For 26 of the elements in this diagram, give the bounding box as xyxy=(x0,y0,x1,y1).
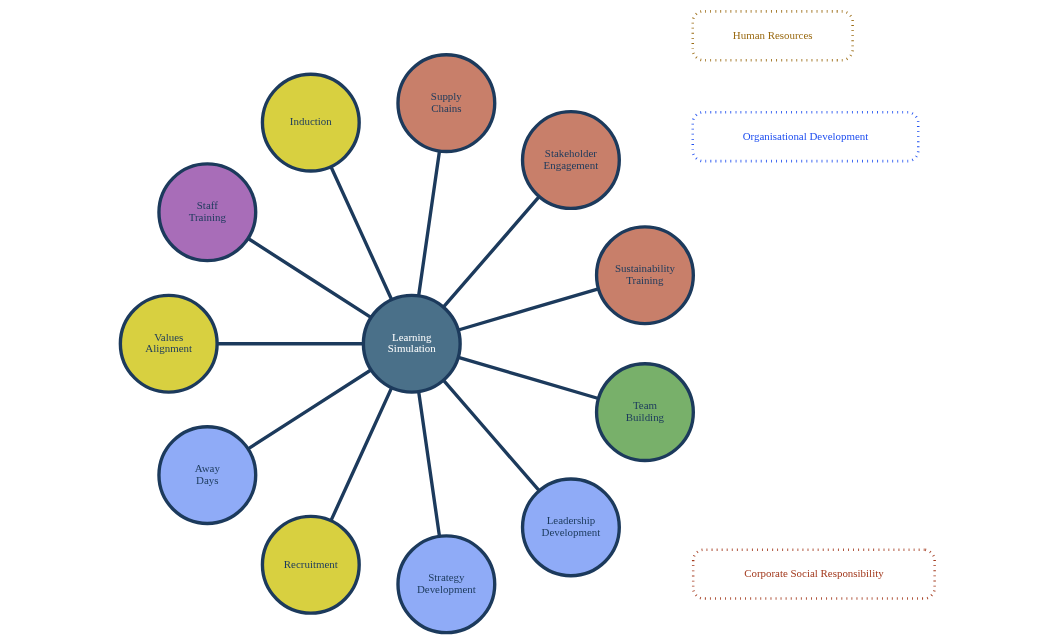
connector xyxy=(328,166,393,301)
connector xyxy=(328,387,393,522)
node-circle: Stakeholder Engagement xyxy=(520,109,621,211)
node-circle: Away Days xyxy=(156,425,257,526)
connector xyxy=(246,368,372,451)
node-circle: Learning Simulation xyxy=(361,293,462,394)
node-circle: Recruitment xyxy=(260,514,361,615)
node-box: Corporate Social Responsibility xyxy=(691,548,936,600)
node-circle: Team Building xyxy=(594,362,695,463)
node-circle: Strategy Development xyxy=(395,534,496,635)
node-box: Human Resources xyxy=(691,10,854,62)
connector xyxy=(246,237,372,319)
connector xyxy=(416,391,441,537)
connector xyxy=(416,150,441,296)
node-circle: Induction xyxy=(260,72,361,173)
connector xyxy=(457,355,599,401)
node-box: Organisational Development xyxy=(691,111,919,163)
node-circle: Staff Training xyxy=(156,162,257,263)
connector xyxy=(441,379,540,492)
node-circle: Values Alignment xyxy=(118,293,219,394)
connector xyxy=(457,287,599,332)
node-circle: Sustainability Training xyxy=(594,225,695,326)
node-circle: Leadership Development xyxy=(520,477,621,578)
connector xyxy=(216,342,363,346)
connector xyxy=(441,195,540,309)
node-circle: Supply Chains xyxy=(395,53,496,154)
